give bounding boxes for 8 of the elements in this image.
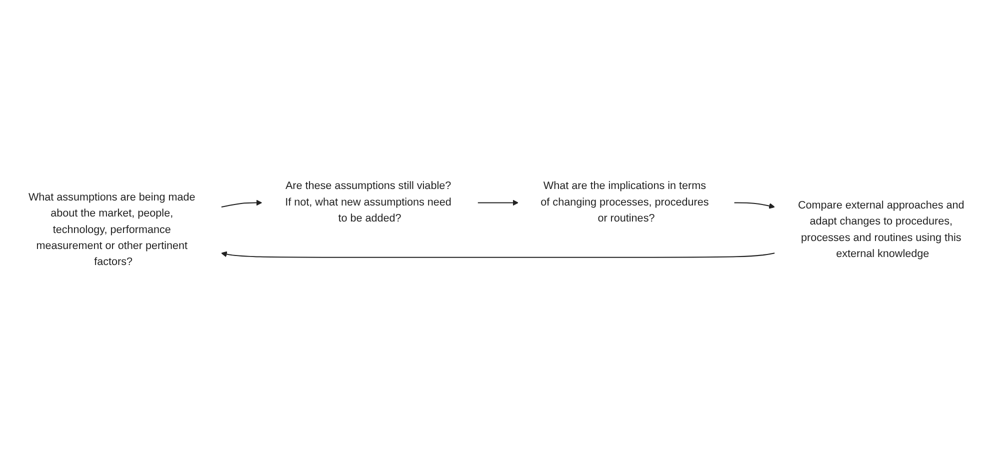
node-text: Compare external approaches and adapt changes to procedures, processes and routines using this external knowledge xyxy=(798,200,964,260)
arrow xyxy=(734,202,775,209)
node-text: What are the implications in terms of changing processes, procedures or routines? xyxy=(540,180,709,224)
arrow xyxy=(221,251,775,258)
arrow xyxy=(478,200,519,206)
node-text: What assumptions are being made about the market, people, technology, performance measurement or other pertinent factors? xyxy=(28,192,196,268)
arrow xyxy=(221,200,262,208)
node-text: Are these assumptions still viable? If not, what new assumptions need to be added? xyxy=(285,180,452,224)
